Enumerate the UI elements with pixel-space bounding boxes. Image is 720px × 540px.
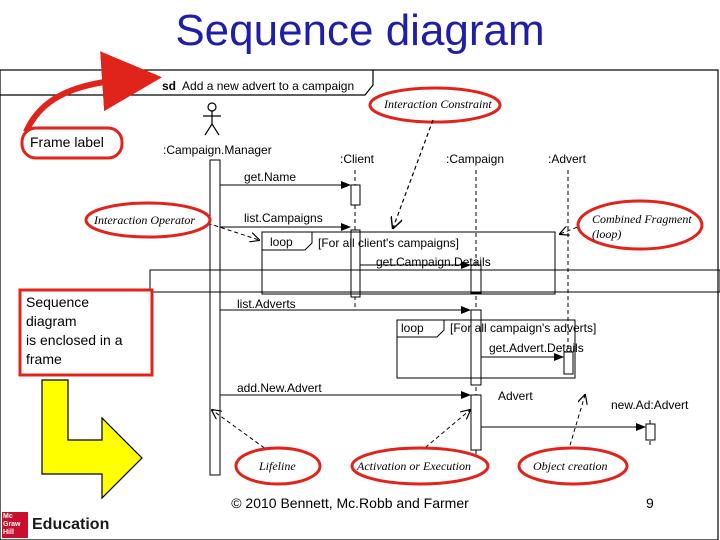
sequence-frame-line-3: is enclosed in a [26, 332, 123, 348]
sequence-frame-line-4: frame [26, 351, 62, 367]
activation-client-1 [350, 184, 361, 206]
inner-loop-tab [397, 320, 445, 338]
activation-campaign-2 [470, 309, 482, 386]
combined-fragment-text-line2: (loop) [592, 227, 622, 241]
activation-advert [563, 351, 574, 375]
combined-fragment-text-line1: Combined Fragment [592, 212, 692, 226]
sd-keyword: sd [162, 79, 177, 93]
combined-fragment-callout [576, 199, 704, 251]
lifeline-label-advert: :Advert [548, 152, 587, 166]
activation-campaign-3 [470, 394, 482, 451]
message-label-list-campaigns: list.Campaigns [244, 211, 323, 225]
lifeline-callout [234, 446, 322, 486]
outer-loop-fragment [261, 231, 556, 295]
activation-campaign-1 [470, 264, 482, 294]
activation-pointer [419, 410, 470, 453]
inner-loop-guard: [For all campaign's adverts] [450, 321, 597, 335]
highlight-slab [149, 269, 720, 293]
lifeline-pointer [212, 410, 271, 453]
yellow-arrow-icon [41, 379, 143, 500]
inner-loop-operator: loop [401, 321, 424, 335]
combined-fragment-text: Combined Fragment (loop) [592, 212, 692, 242]
publisher-logo: Mc Graw Hill [2, 512, 28, 538]
lifeline-label-client: :Client [340, 152, 375, 166]
object-creation-pointer [567, 395, 585, 453]
lifeline-label-new-advert: new.Ad:Advert [611, 398, 689, 412]
interaction-constraint-pointer [393, 119, 434, 228]
activation-client-2 [350, 229, 361, 298]
actor-icon [203, 102, 221, 136]
outer-loop-tab [262, 232, 313, 251]
interaction-operator-callout [84, 201, 212, 239]
publisher-name: Education [32, 516, 110, 533]
message-label-list-adverts: list.Adverts [237, 297, 296, 311]
activation-new-advert [645, 423, 656, 441]
page-number: 9 [646, 495, 654, 511]
message-label-get-advert-details: get.Advert.Details [489, 341, 584, 355]
combined-fragment-pointer [560, 221, 591, 234]
activation-callout [350, 446, 490, 486]
lifeline-label-campaign: :Campaign [446, 152, 505, 166]
sequence-frame-line-2: diagram [26, 313, 77, 329]
message-label-get-campaign-details: get.Campaign.Details [376, 255, 491, 269]
lifeline-label-manager: :Campaign.Manager [163, 143, 272, 157]
sd-frame-pentagon [0, 70, 374, 96]
object-creation-callout [517, 446, 629, 486]
interaction-constraint-callout [368, 86, 502, 124]
page-title: Sequence diagram [175, 6, 545, 55]
activation-manager [209, 159, 221, 476]
inner-loop-fragment [396, 319, 576, 379]
sequence-frame-line-1: Sequence [26, 294, 90, 310]
frame-label-text: Frame label [30, 134, 104, 150]
message-label-add-new-advert: add.New.Advert [237, 381, 322, 395]
frame-label-arrow [23, 51, 162, 134]
outer-loop-guard: [For all client's campaigns] [318, 236, 460, 250]
message-label-get-name: get.Name [244, 170, 297, 184]
lifeline-text: Lifeline [259, 459, 296, 473]
interaction-constraint-text: Interaction Constraint [384, 97, 492, 111]
sd-frame [0, 69, 719, 540]
outer-loop-operator: loop [270, 235, 293, 249]
interaction-operator-text: Interaction Operator [94, 213, 195, 227]
message-label-advert-create: Advert [498, 389, 533, 403]
sequence-frame-text: Sequence diagram is enclosed in a frame [26, 293, 123, 369]
sd-frame-heading: sd Add a new advert to a campaign [162, 79, 354, 93]
sequence-frame-callout [18, 288, 154, 377]
frame-label-callout [20, 126, 124, 160]
object-creation-text: Object creation [533, 459, 608, 473]
activation-text: Activation or Execution [357, 459, 471, 473]
sd-frame-name: Add a new advert to a campaign [182, 79, 355, 93]
interaction-operator-pointer [200, 220, 259, 240]
copyright-footer: © 2010 Bennett, Mc.Robb and Farmer [231, 495, 469, 511]
